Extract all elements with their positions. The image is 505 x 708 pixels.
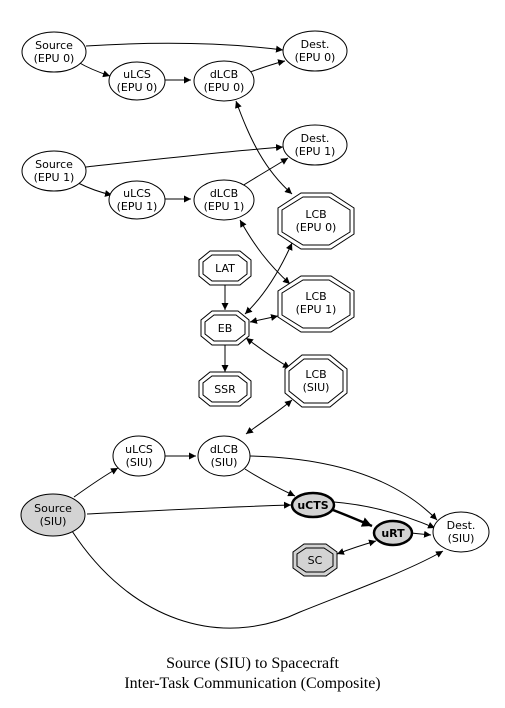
node-label: LCB xyxy=(305,208,326,221)
node-label: LCB xyxy=(305,368,326,381)
node-ulcs-epu1[interactable]: uLCS (EPU 1) xyxy=(108,180,166,220)
node-source-epu1[interactable]: Source (EPU 1) xyxy=(21,150,87,192)
edge-urt-to-dest-siu xyxy=(410,530,432,538)
edge-sc-urt xyxy=(336,539,377,555)
edge-eb-lcb-siu xyxy=(245,337,291,369)
node-label: Source xyxy=(35,39,73,52)
node-label: EB xyxy=(218,322,233,335)
edge-ucts-to-dest-siu xyxy=(333,501,436,529)
edge-source-epu0-to-dest-epu0 xyxy=(85,42,284,53)
node-label: uCTS xyxy=(297,499,328,512)
node-dlcb-epu1[interactable]: dLCB (EPU 1) xyxy=(193,179,255,221)
node-ucts[interactable]: uCTS xyxy=(290,491,336,519)
node-dest-epu1[interactable]: Dest. (EPU 1) xyxy=(282,124,348,166)
node-eb[interactable]: EB xyxy=(200,310,250,346)
node-sublabel: (EPU 1) xyxy=(34,171,75,184)
edge-dlcb-epu0-lcb-epu0 xyxy=(235,100,293,195)
node-sublabel: (EPU 1) xyxy=(295,145,336,158)
node-source-epu0[interactable]: Source (EPU 0) xyxy=(21,31,87,73)
node-sublabel: (SIU) xyxy=(126,456,153,469)
node-label: uLCS xyxy=(125,443,153,456)
edges xyxy=(71,42,444,629)
node-label: uLCS xyxy=(123,187,151,200)
node-sublabel: (SIU) xyxy=(211,456,238,469)
node-dest-siu[interactable]: Dest. (SIU) xyxy=(432,511,490,553)
edge-lcb-epu1-eb xyxy=(249,314,279,324)
edge-dlcb-epu0-to-dest-epu0 xyxy=(249,59,286,73)
node-label: dLCB xyxy=(210,443,238,456)
node-urt[interactable]: uRT xyxy=(372,519,414,547)
node-label: dLCB xyxy=(210,187,238,200)
node-label: uLCS xyxy=(123,68,151,81)
node-sublabel: (SIU) xyxy=(303,381,330,394)
node-dest-epu0[interactable]: Dest. (EPU 0) xyxy=(282,30,348,72)
node-ulcs-epu0[interactable]: uLCS (EPU 0) xyxy=(108,61,166,101)
edge-dlcb-siu-to-dest-siu xyxy=(249,455,438,521)
caption-line-1: Source (SIU) to Spacecraft xyxy=(166,655,339,672)
node-sublabel: (EPU 0) xyxy=(296,221,337,234)
edge-dlcb-siu-to-ucts xyxy=(244,468,296,497)
node-sublabel: (EPU 0) xyxy=(117,81,158,94)
node-lat[interactable]: LAT xyxy=(198,250,252,286)
edge-source-siu-to-ucts xyxy=(86,501,292,515)
node-ssr[interactable]: SSR xyxy=(198,371,252,407)
node-label: SC xyxy=(308,554,323,567)
node-label: dLCB xyxy=(210,68,238,81)
edge-source-siu-to-ulcs-siu xyxy=(73,467,119,498)
node-label: Dest. xyxy=(301,38,330,51)
nodes: Source (EPU 0) Dest. (EPU 0) uLCS (EPU 0… xyxy=(20,30,490,577)
node-label: uRT xyxy=(381,527,405,540)
edge-lcb-epu0-eb xyxy=(244,242,293,315)
node-sublabel: (EPU 1) xyxy=(117,200,158,213)
node-label: Source xyxy=(34,502,72,515)
edge-dlcb-epu1-to-dest-epu1 xyxy=(241,157,289,187)
node-sublabel: (EPU 0) xyxy=(34,52,75,65)
node-sublabel: (EPU 1) xyxy=(296,303,337,316)
caption-line-2: Inter-Task Communication (Composite) xyxy=(124,675,381,692)
node-sublabel: (EPU 1) xyxy=(204,200,245,213)
node-lcb-siu[interactable]: LCB (SIU) xyxy=(284,354,348,408)
edge-source-epu1-to-ulcs-epu1 xyxy=(75,181,113,197)
node-lcb-epu1[interactable]: LCB (EPU 1) xyxy=(277,275,355,333)
node-label: LAT xyxy=(215,262,235,275)
node-label: LCB xyxy=(305,290,326,303)
edge-source-siu-to-dest-siu xyxy=(71,530,444,629)
node-label: Dest. xyxy=(301,132,330,145)
node-ulcs-siu[interactable]: uLCS (SIU) xyxy=(112,435,166,477)
node-sc[interactable]: SC xyxy=(292,543,338,577)
node-sublabel: (EPU 0) xyxy=(295,51,336,64)
node-label: Source xyxy=(35,158,73,171)
edge-dlcb-siu-lcb-siu xyxy=(245,399,293,435)
edge-source-epu0-to-ulcs-epu0 xyxy=(77,61,111,78)
node-sublabel: (SIU) xyxy=(40,515,67,528)
node-lcb-epu0[interactable]: LCB (EPU 0) xyxy=(277,192,355,250)
edge-ucts-to-urt xyxy=(332,508,373,528)
node-source-siu[interactable]: Source (SIU) xyxy=(20,493,86,537)
node-sublabel: (EPU 0) xyxy=(204,81,245,94)
edge-source-epu1-to-dest-epu1 xyxy=(85,144,284,168)
node-dlcb-epu0[interactable]: dLCB (EPU 0) xyxy=(193,60,255,102)
diagram-caption: Source (SIU) to Spacecraft Inter-Task Co… xyxy=(0,654,505,694)
node-label: SSR xyxy=(214,383,236,396)
node-sublabel: (SIU) xyxy=(448,532,475,545)
node-dlcb-siu[interactable]: dLCB (SIU) xyxy=(197,435,251,477)
node-label: Dest. xyxy=(447,519,476,532)
